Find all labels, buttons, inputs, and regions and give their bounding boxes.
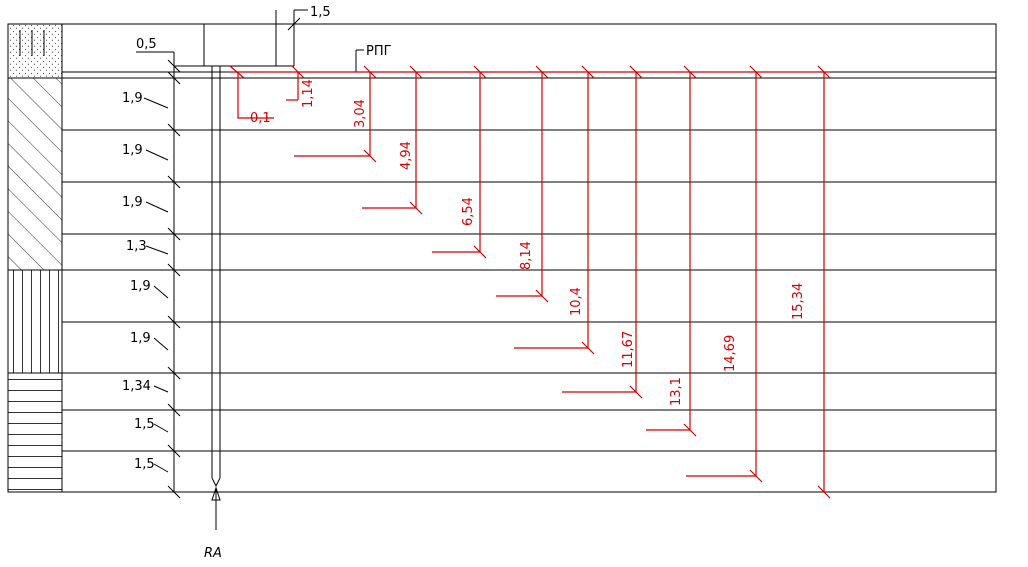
depth-mark-label: 0,1 [250,111,271,126]
depth-mark-label: 14,69 [723,335,738,372]
depth-mark-label: 4,94 [399,141,414,170]
depth-mark-label: 13,1 [669,377,684,406]
layer-thickness-label: 1,9 [122,91,143,106]
dimension-chain [143,66,181,499]
sand-layer-hatch [7,23,63,79]
pile [211,66,221,530]
ra-label: RA [204,546,222,561]
depth-mark-label: 15,34 [791,283,806,320]
depth-mark-label: 6,54 [461,197,476,226]
layer-thickness-label: 1,5 [134,457,155,472]
lithology-column [7,23,63,493]
loam-layer-hatch [7,77,63,271]
rpg-label: РПГ [366,44,392,59]
layer-thickness-label: 1,9 [122,143,143,158]
depth-mark-label: 10,4 [569,287,584,316]
red-depth-lines [229,65,831,499]
layer-thickness-label: 1,34 [122,379,151,394]
depth-mark-label: 8,14 [519,241,534,270]
layer-thickness-label: 1,9 [130,331,151,346]
layer-thickness-label: 1,3 [126,239,147,254]
layer-thickness-label: 1,5 [134,417,155,432]
depth-mark-label: 1,14 [301,79,316,108]
clay-layer-hatch [7,269,63,374]
section-frame [7,23,997,493]
sandstone-layer-hatch [7,372,63,493]
depth-mark-label: 11,67 [621,331,636,368]
structure-outline [136,9,308,73]
depth-mark-label: 3,04 [353,99,368,128]
layer-thickness-label: 1,9 [130,279,151,294]
first-layer-label: 0,5 [136,37,157,52]
layer-thickness-label: 1,9 [122,195,143,210]
top-dimension-label: 1,5 [310,5,331,20]
rpg-leader [355,49,364,72]
